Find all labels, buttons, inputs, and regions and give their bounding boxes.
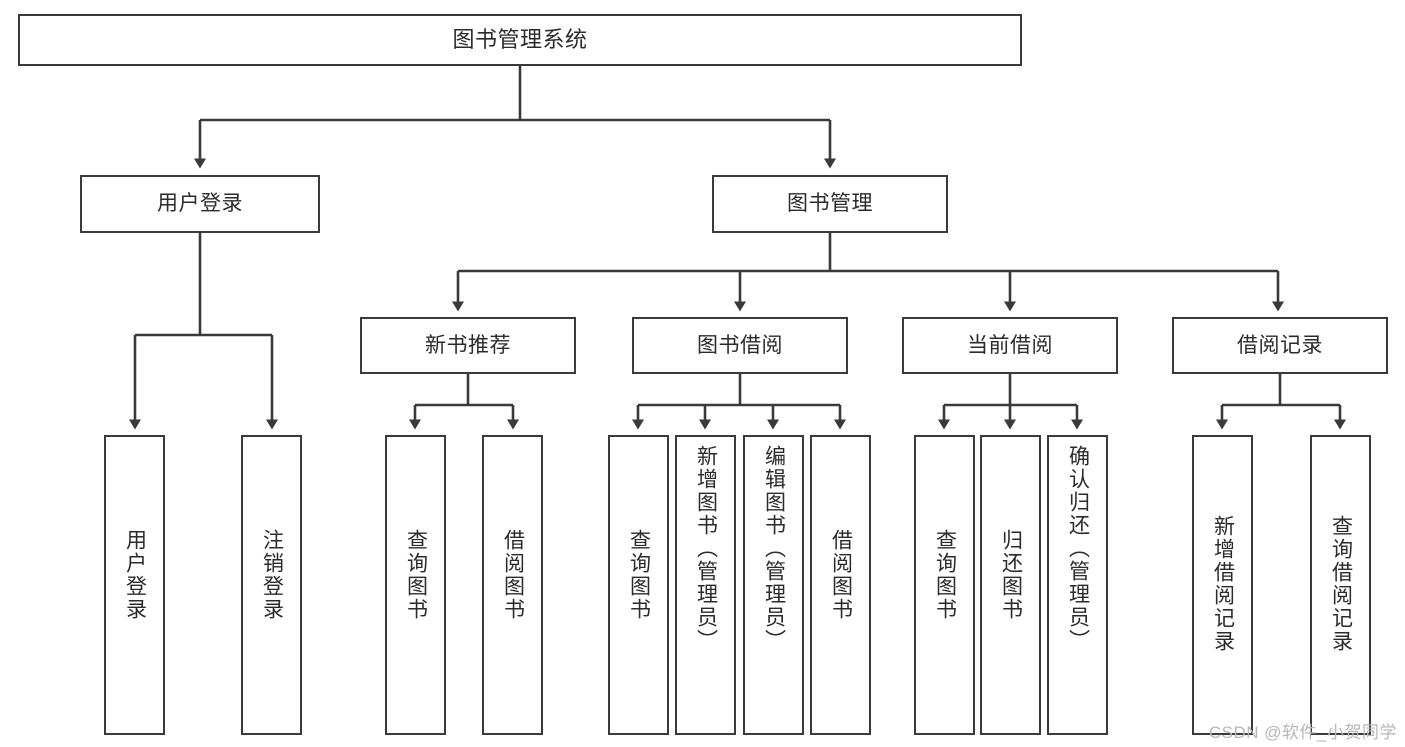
node-leaf-query-book-1-label: 查询图书 [404,529,428,621]
watermark: CSDN @软件_小贺同学 [1208,723,1397,742]
node-current-borrow-label: 当前借阅 [967,333,1053,357]
node-leaf-query-book-3[interactable]: 查询图书 [914,435,975,735]
node-leaf-edit-book-label: 编辑图书（管理员） [762,445,786,652]
node-leaf-add-book-label: 新增图书（管理员） [694,445,718,652]
node-leaf-borrow-book-1-label: 借阅图书 [501,529,525,621]
node-root-label: 图书管理系统 [452,26,588,52]
node-leaf-return-book[interactable]: 归还图书 [980,435,1041,735]
node-leaf-borrow-book-2-label: 借阅图书 [829,529,853,621]
node-leaf-edit-book[interactable]: 编辑图书（管理员） [743,435,804,735]
node-leaf-user-login-label: 用户登录 [123,529,147,621]
node-borrow-record-label: 借阅记录 [1237,333,1323,357]
node-user-login-label: 用户登录 [157,192,243,216]
node-leaf-query-record-label: 查询借阅记录 [1329,515,1353,653]
node-leaf-borrow-book-2[interactable]: 借阅图书 [810,435,871,735]
node-book-borrow-label: 图书借阅 [697,333,783,357]
node-leaf-confirm-return[interactable]: 确认归还（管理员） [1047,435,1108,735]
node-leaf-query-book-1[interactable]: 查询图书 [385,435,446,735]
node-leaf-add-record[interactable]: 新增借阅记录 [1192,435,1253,735]
node-new-book-rec[interactable]: 新书推荐 [360,317,576,374]
node-leaf-logout[interactable]: 注销登录 [241,435,302,735]
node-leaf-query-book-2-label: 查询图书 [627,529,651,621]
node-leaf-query-record[interactable]: 查询借阅记录 [1310,435,1371,735]
node-root[interactable]: 图书管理系统 [18,14,1022,66]
node-new-book-rec-label: 新书推荐 [425,333,511,357]
node-borrow-record[interactable]: 借阅记录 [1172,317,1388,374]
node-leaf-query-book-3-label: 查询图书 [933,529,957,621]
node-user-login[interactable]: 用户登录 [80,175,320,233]
node-current-borrow[interactable]: 当前借阅 [902,317,1118,374]
node-leaf-query-book-2[interactable]: 查询图书 [608,435,669,735]
node-leaf-borrow-book-1[interactable]: 借阅图书 [482,435,543,735]
node-leaf-add-record-label: 新增借阅记录 [1211,515,1235,653]
node-book-manage[interactable]: 图书管理 [712,175,948,233]
node-leaf-add-book[interactable]: 新增图书（管理员） [675,435,736,735]
node-book-borrow[interactable]: 图书借阅 [632,317,848,374]
node-book-manage-label: 图书管理 [787,192,873,216]
node-leaf-return-book-label: 归还图书 [999,529,1023,621]
node-leaf-logout-label: 注销登录 [260,529,284,621]
node-leaf-user-login[interactable]: 用户登录 [104,435,165,735]
node-leaf-confirm-return-label: 确认归还（管理员） [1066,445,1090,652]
